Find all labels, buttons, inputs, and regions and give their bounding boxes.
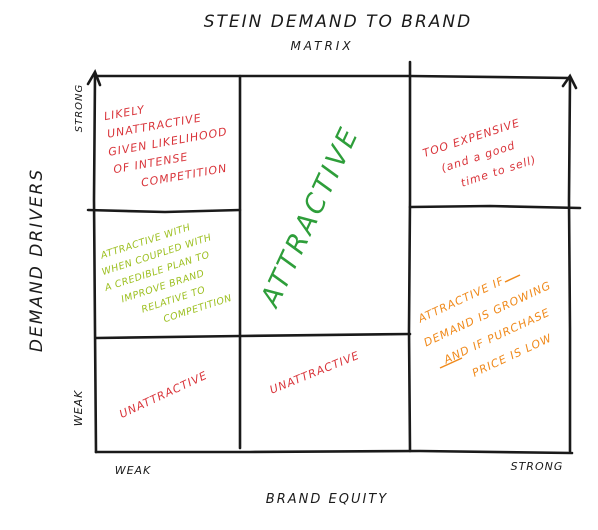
right-axis-line (567, 76, 572, 453)
matrix-grid (86, 60, 582, 455)
y-axis-arrowhead (86, 69, 102, 87)
x-axis-weak-label: WEAK (115, 464, 152, 477)
y-axis-line (92, 74, 98, 454)
y-axis-strong-label: STRONG (74, 84, 85, 133)
cell-center-label: ATTRACTIVE (254, 121, 366, 313)
y-axis-weak-label: WEAK (72, 390, 85, 427)
cell-bottom-right: ATTRACTIVE IF DEMAND IS GROWING AND IF P… (415, 274, 554, 380)
cell-bottom-right-underlines (439, 274, 521, 369)
divider-horizontal-left-upper (86, 208, 242, 214)
cell-middle-left: ATTRACTIVE WITH WHEN COUPLED WITH A CRED… (98, 222, 233, 325)
cell-bottom-left-label: UNATTRACTIVE (117, 369, 209, 421)
divider-horizontal-right (408, 204, 582, 210)
underline-and (439, 357, 463, 369)
y-axis-label: DEMAND DRIVERS (27, 168, 47, 352)
x-axis-strong-label: STRONG (511, 460, 564, 473)
divider-horizontal-bottom (94, 332, 412, 340)
cell-top-right: TOO EXPENSIVE (and a good time to sell) (421, 116, 538, 189)
cell-top-left: LIKELY UNATTRACTIVE GIVEN LIKELIHOOD OF … (103, 103, 229, 190)
top-border-line (93, 74, 572, 80)
title-line-1: STEIN DEMAND TO BRAND (204, 12, 472, 32)
divider-vertical-right (407, 60, 412, 453)
title-line-2: MATRIX (290, 39, 353, 53)
x-axis-label: BRAND EQUITY (266, 492, 388, 507)
x-axis-arrowhead-top (561, 73, 578, 90)
x-axis-line (94, 449, 574, 455)
cell-bottom-middle-label: UNATTRACTIVE (268, 349, 362, 397)
underline-if (504, 274, 521, 283)
cell-top-left-line-1: LIKELY (103, 103, 146, 123)
